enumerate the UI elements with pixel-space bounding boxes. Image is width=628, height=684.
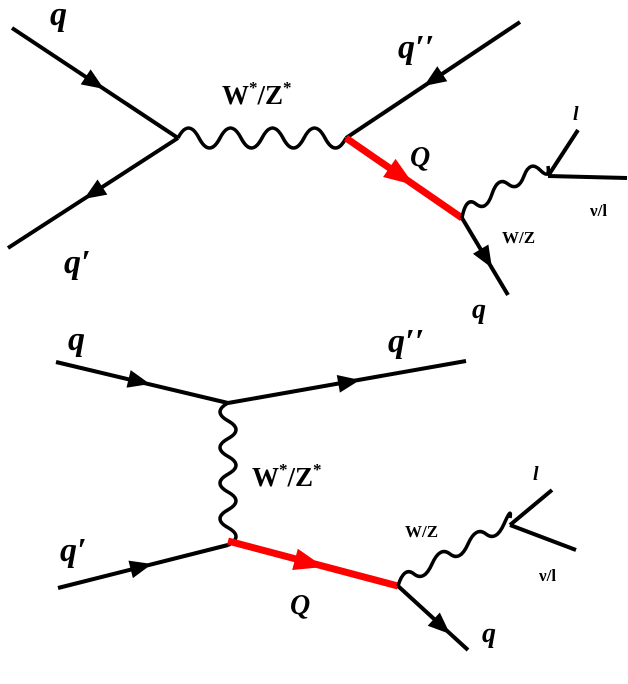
outgoing-quark-arrow: [424, 66, 448, 86]
lepton-line-2: [508, 488, 554, 527]
label-propagator: W*/Z*: [222, 78, 292, 110]
incoming-quark-arrow-2: [126, 370, 150, 388]
decay-boson-wave-2: [396, 511, 513, 587]
label-outgoing-quark: q′′: [398, 29, 434, 66]
diagram-s-channel: q q′ q′′ W*/Z* Q W/Z q l ν/l: [6, 0, 628, 325]
label-lepton-2: l: [533, 463, 539, 485]
outgoing-quark-arrow-2: [336, 374, 360, 393]
neutrino-line-2: [509, 523, 577, 552]
label-neutrino-lepton: ν/l: [589, 201, 607, 220]
label-decay-boson: W/Z: [502, 228, 535, 247]
label-incoming-quark-2: q: [68, 321, 85, 358]
label-neutrino-lepton-2: ν/l: [538, 566, 556, 585]
label-decay-boson-2: W/Z: [405, 522, 438, 541]
label-incoming-quark-3: q′: [60, 532, 87, 569]
diagram-t-channel: q q′′ W*/Z* q′ Q W/Z q l ν/l: [55, 321, 577, 652]
label-decay-quark-2: q: [482, 618, 496, 649]
incoming-quark-arrow: [80, 69, 104, 89]
neutrino-line: [547, 174, 628, 180]
heavy-quark-arrow: [383, 158, 414, 185]
lepton-line: [546, 128, 580, 178]
decay-quark-arrow: [472, 244, 492, 268]
decay-quark-arrow-2: [427, 612, 450, 634]
decay-boson-wave: [460, 164, 551, 219]
label-outgoing-quark-2: q′′: [388, 323, 424, 360]
label-heavy-quark-2: Q: [290, 590, 310, 621]
heavy-quark-arrow-2: [292, 548, 324, 570]
label-incoming-quark: q: [50, 0, 67, 33]
label-propagator-2: W*/Z*: [252, 460, 322, 492]
incoming-antiquark-arrow: [84, 179, 108, 199]
label-lepton: l: [573, 103, 579, 125]
label-heavy-quark: Q: [410, 142, 430, 173]
label-incoming-antiquark: q′: [64, 244, 91, 281]
label-decay-quark: q: [472, 294, 486, 325]
propagator-boson-wave-2: [218, 401, 238, 547]
incoming-quark-arrow-3: [128, 560, 152, 579]
propagator-boson-wave: [176, 126, 348, 150]
decay-quark-line-2: [396, 584, 470, 652]
